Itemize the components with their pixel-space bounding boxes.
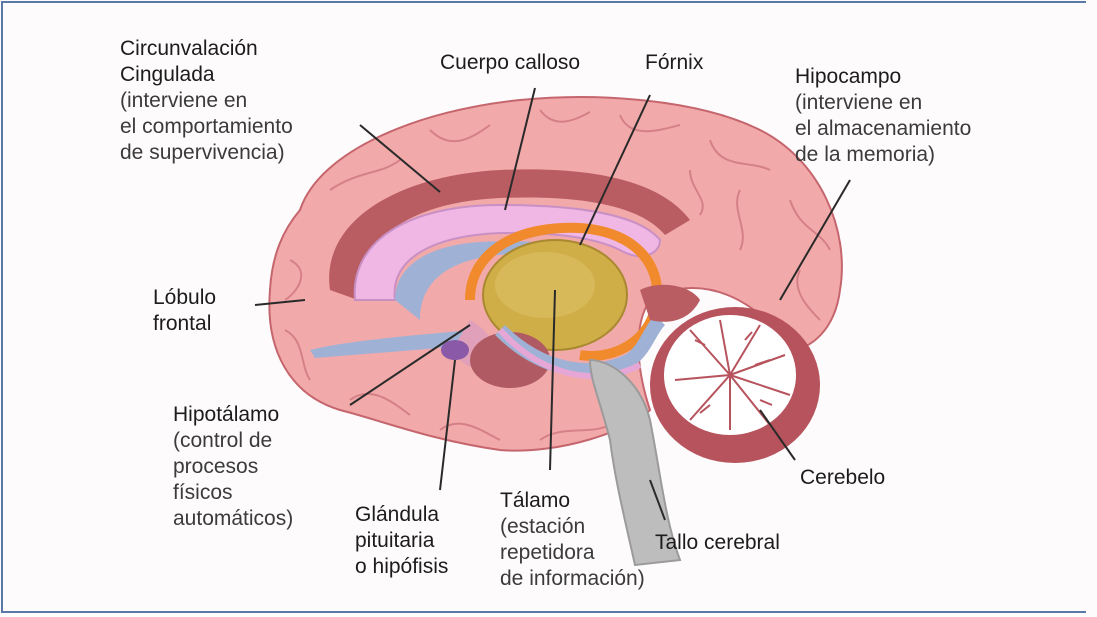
label-talamo-line: (estación [500,514,645,540]
label-hipocampo: Hipocampo (interviene en el almacenamien… [795,64,971,168]
label-cingulada-line: Cingulada [120,62,293,88]
label-talamo-line: repetidora [500,540,645,566]
label-cuerpo-calloso: Cuerpo calloso [440,50,580,76]
label-hipotalamo: Hipotálamo (control de procesos físicos … [173,402,293,532]
label-talamo-line: Tálamo [500,488,645,514]
label-glandula-line: o hipófisis [355,554,448,580]
label-hipocampo-line: (interviene en [795,90,971,116]
label-glandula-line: Glándula [355,502,448,528]
label-fornix: Fórnix [645,50,703,76]
label-lobulo-frontal: Lóbulo frontal [153,285,216,337]
label-hipotalamo-line: (control de [173,428,293,454]
pituitary-gland [441,340,469,360]
label-glandula-line: pituitaria [355,528,448,554]
label-hipocampo-line: Hipocampo [795,64,971,90]
label-talamo: Tálamo (estación repetidora de informaci… [500,488,645,592]
label-talamo-line: de información) [500,566,645,592]
label-cingulada-line: Circunvalación [120,36,293,62]
label-cuerpo-calloso-text: Cuerpo calloso [440,50,580,76]
label-hipocampo-line: el almacenamiento [795,116,971,142]
label-glandula: Glándula pituitaria o hipófisis [355,502,448,580]
label-tallo-text: Tallo cerebral [655,530,780,556]
label-fornix-text: Fórnix [645,50,703,76]
label-cerebelo: Cerebelo [800,465,885,491]
label-hipotalamo-line: automáticos) [173,506,293,532]
label-lobulo-frontal-line: Lóbulo [153,285,216,311]
label-cingulada-line: (interviene en [120,88,293,114]
label-hipotalamo-line: físicos [173,480,293,506]
label-tallo-cerebral: Tallo cerebral [655,530,780,556]
label-cerebelo-text: Cerebelo [800,465,885,491]
label-lobulo-frontal-line: frontal [153,311,216,337]
occipital-fold [640,285,700,322]
label-hipotalamo-line: procesos [173,454,293,480]
label-cingulada: Circunvalación Cingulada (interviene en … [120,36,293,166]
label-hipocampo-line: de la memoria) [795,142,971,168]
label-cingulada-line: el comportamiento [120,114,293,140]
label-hipotalamo-line: Hipotálamo [173,402,293,428]
label-cingulada-line: de supervivencia) [120,140,293,166]
